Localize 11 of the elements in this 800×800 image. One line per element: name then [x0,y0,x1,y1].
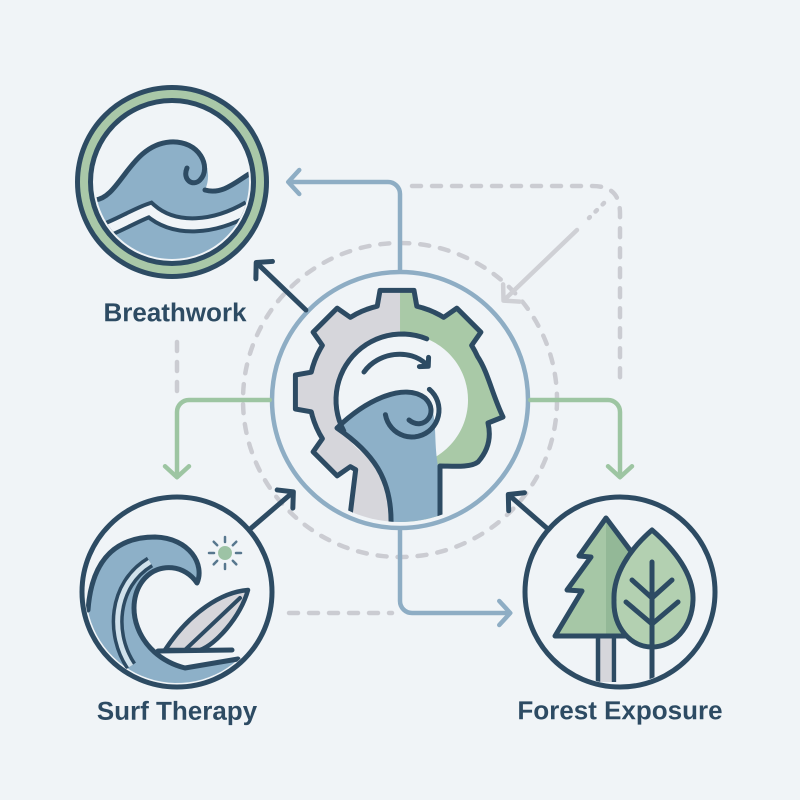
arrow [286,168,402,272]
arrow [248,487,296,531]
arrow [506,490,550,530]
arrow [398,528,512,628]
node-label: Breathwork [105,302,247,322]
arrow [253,258,308,312]
arrow [528,398,634,480]
node-label: Surf Therapy [98,700,258,726]
arrow [500,228,580,304]
arrow [162,398,272,480]
node-label: Forest Exposure [519,701,722,725]
